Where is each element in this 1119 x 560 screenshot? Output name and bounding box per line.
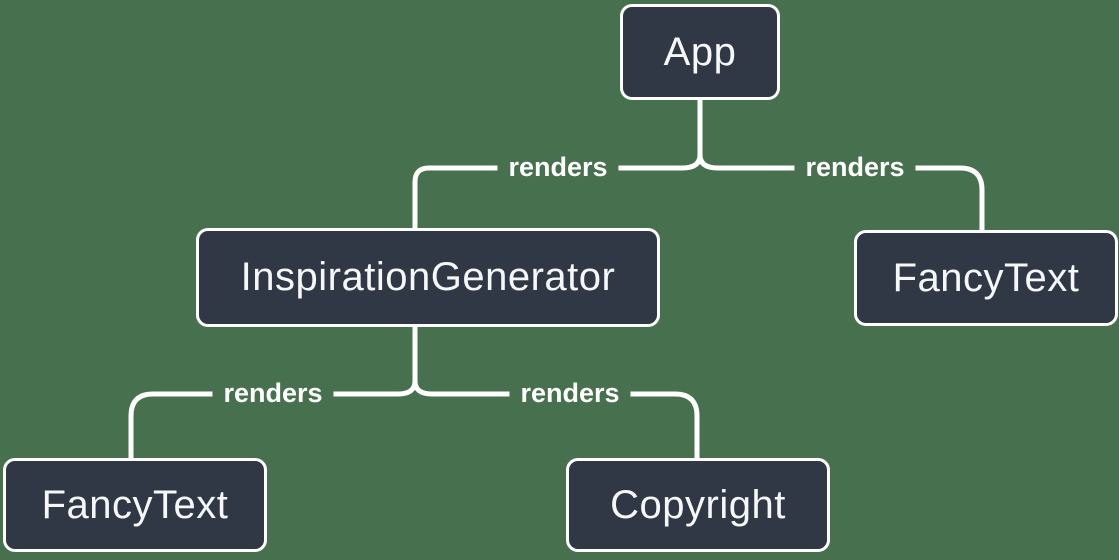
edge-label-renders-app-inspiration: renders [497,151,619,185]
edge-label-renders-inspiration-fancy-text: renders [212,377,334,411]
tree-node-copyright-label: Copyright [610,482,786,527]
tree-node-fancy-text-bottom-label: FancyText [41,482,229,527]
tree-node-copyright: Copyright [566,458,830,552]
tree-node-fancy-text-bottom: FancyText [3,458,267,552]
tree-node-app-label: App [663,29,737,74]
tree-node-fancy-text-top-label: FancyText [892,255,1080,300]
tree-node-app: App [620,4,780,100]
edge-label-renders-app-fancy-text: renders [794,151,916,185]
tree-node-inspiration-generator: InspirationGenerator [196,228,660,327]
tree-node-inspiration-generator-label: InspirationGenerator [240,255,616,299]
edge-label-renders-inspiration-copyright: renders [509,377,631,411]
tree-node-fancy-text-top: FancyText [854,230,1118,326]
